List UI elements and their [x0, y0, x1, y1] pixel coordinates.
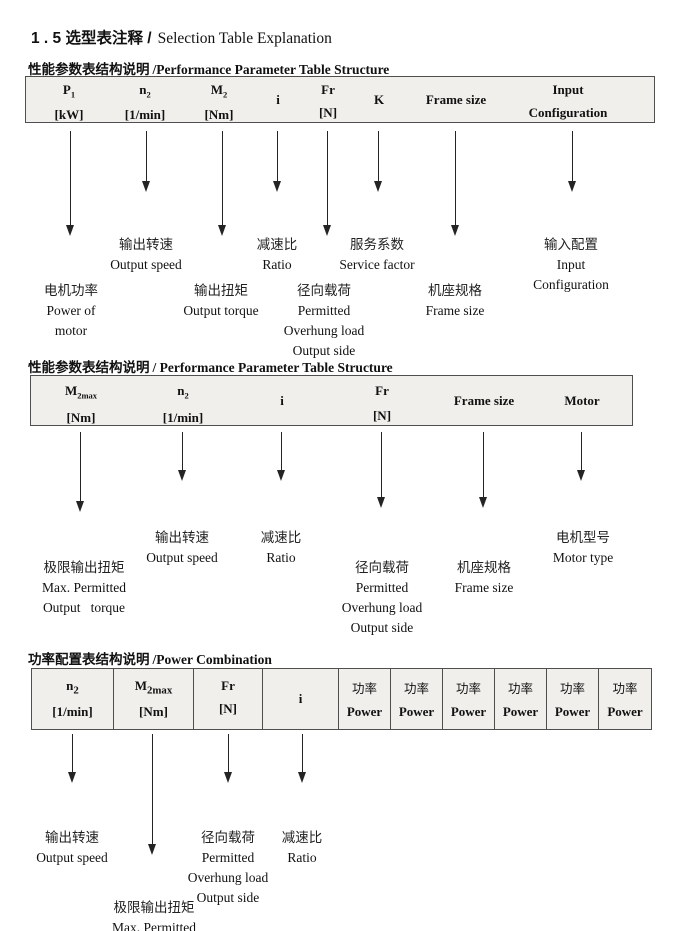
table1-col-n2: n2[1/min] — [124, 82, 166, 122]
table2-col-i: i — [280, 392, 284, 408]
section-2-heading-en: / Performance Parameter Table Structure — [152, 360, 393, 375]
section-1-heading: 性能参数表结构说明/Performance Parameter Table St… — [12, 40, 389, 97]
table1-col-m2: M2[Nm] — [204, 82, 234, 122]
table2-col-n2: n2[1/min] — [162, 383, 204, 425]
section-3-heading-en: /Power Combination — [152, 652, 272, 667]
section-3-heading: 功率配置表结构说明/Power Combination — [12, 630, 272, 687]
table2-col-frame-size: Frame size — [453, 392, 515, 408]
table1-col-p1: P1[kW] — [54, 82, 84, 122]
page-title-zh: 1 . 5 选型表注释 / — [31, 30, 152, 47]
table3-col-i: i — [263, 669, 339, 729]
table3-col-m2max: M2max[Nm] — [114, 669, 194, 729]
page-title: 1 . 5 选型表注释 / Selection Table Explanation — [15, 8, 332, 66]
table-2-header: M2max[Nm] n2[1/min] i Fr[N] Frame size M… — [30, 375, 633, 426]
table3-col-fr: Fr[N] — [194, 669, 263, 729]
section-2-heading-zh: 性能参数表结构说明 — [28, 360, 150, 375]
table3-col-n2: n2[1/min] — [32, 669, 114, 729]
table1-col-k: K — [373, 91, 385, 107]
page-title-en: Selection Table Explanation — [157, 30, 332, 47]
section-1-heading-zh: 性能参数表结构说明 — [28, 62, 150, 77]
table2-col-m2max: M2max[Nm] — [64, 383, 98, 425]
section-2-heading: 性能参数表结构说明/ Performance Parameter Table S… — [12, 338, 393, 395]
table-1-header: P1[kW] n2[1/min] M2[Nm] i Fr[N] K Frame … — [25, 76, 655, 123]
table1-col-frame-size: Frame size — [425, 91, 487, 107]
table2-col-fr: Fr[N] — [372, 383, 392, 423]
section-3-heading-zh: 功率配置表结构说明 — [28, 652, 150, 667]
table2-col-motor: Motor — [564, 392, 600, 408]
section-1-heading-en: /Performance Parameter Table Structure — [152, 62, 390, 77]
table1-col-i: i — [276, 91, 280, 107]
table1-col-fr: Fr[N] — [318, 82, 338, 120]
